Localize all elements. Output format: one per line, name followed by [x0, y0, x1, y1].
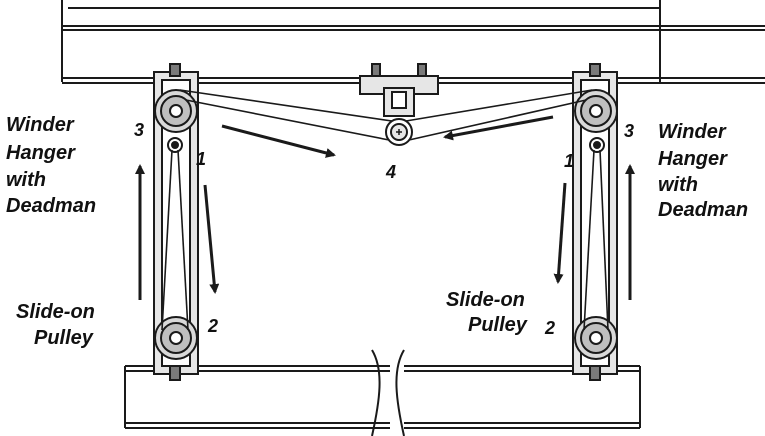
left-hanger-label-line4: Deadman [6, 195, 96, 217]
marker-2-right: 2 [544, 318, 555, 338]
right-hanger-label-line2: Hanger [658, 148, 728, 170]
bottom-beam [124, 349, 641, 436]
marker-1-left: 1 [196, 149, 206, 169]
marker-3-right: 3 [624, 121, 634, 141]
arrow-right-to-center [443, 115, 554, 141]
left-hanger-label-line2: Hanger [6, 142, 76, 164]
arrow-right-down [553, 182, 567, 284]
center-pulley-assembly [359, 63, 439, 146]
marker-2-left: 2 [207, 316, 218, 336]
right-winder-hanger [572, 63, 618, 381]
left-pulley-label-line2: Pulley [34, 327, 94, 349]
arrow-left-to-center [221, 124, 336, 158]
left-hanger-label-line3: with [6, 169, 46, 191]
right-pulley-label-line1: Slide-on [446, 289, 525, 311]
cable [161, 89, 609, 331]
direction-arrows [135, 115, 635, 300]
right-pulley-label-line2: Pulley [468, 314, 528, 336]
left-pulley-label-line1: Slide-on [16, 301, 95, 323]
right-hanger-label-line4: Deadman [658, 199, 748, 221]
left-winder-hanger [153, 63, 199, 381]
top-beam [61, 0, 765, 84]
marker-1-right: 1 [564, 151, 574, 171]
right-hanger-label-line1: Winder [658, 121, 727, 143]
arrow-left-down [203, 184, 220, 294]
marker-4-center: 4 [385, 162, 396, 182]
left-hanger-label-line1: Winder [6, 114, 75, 136]
marker-3-left: 3 [134, 120, 144, 140]
right-hanger-label-line3: with [658, 174, 698, 196]
